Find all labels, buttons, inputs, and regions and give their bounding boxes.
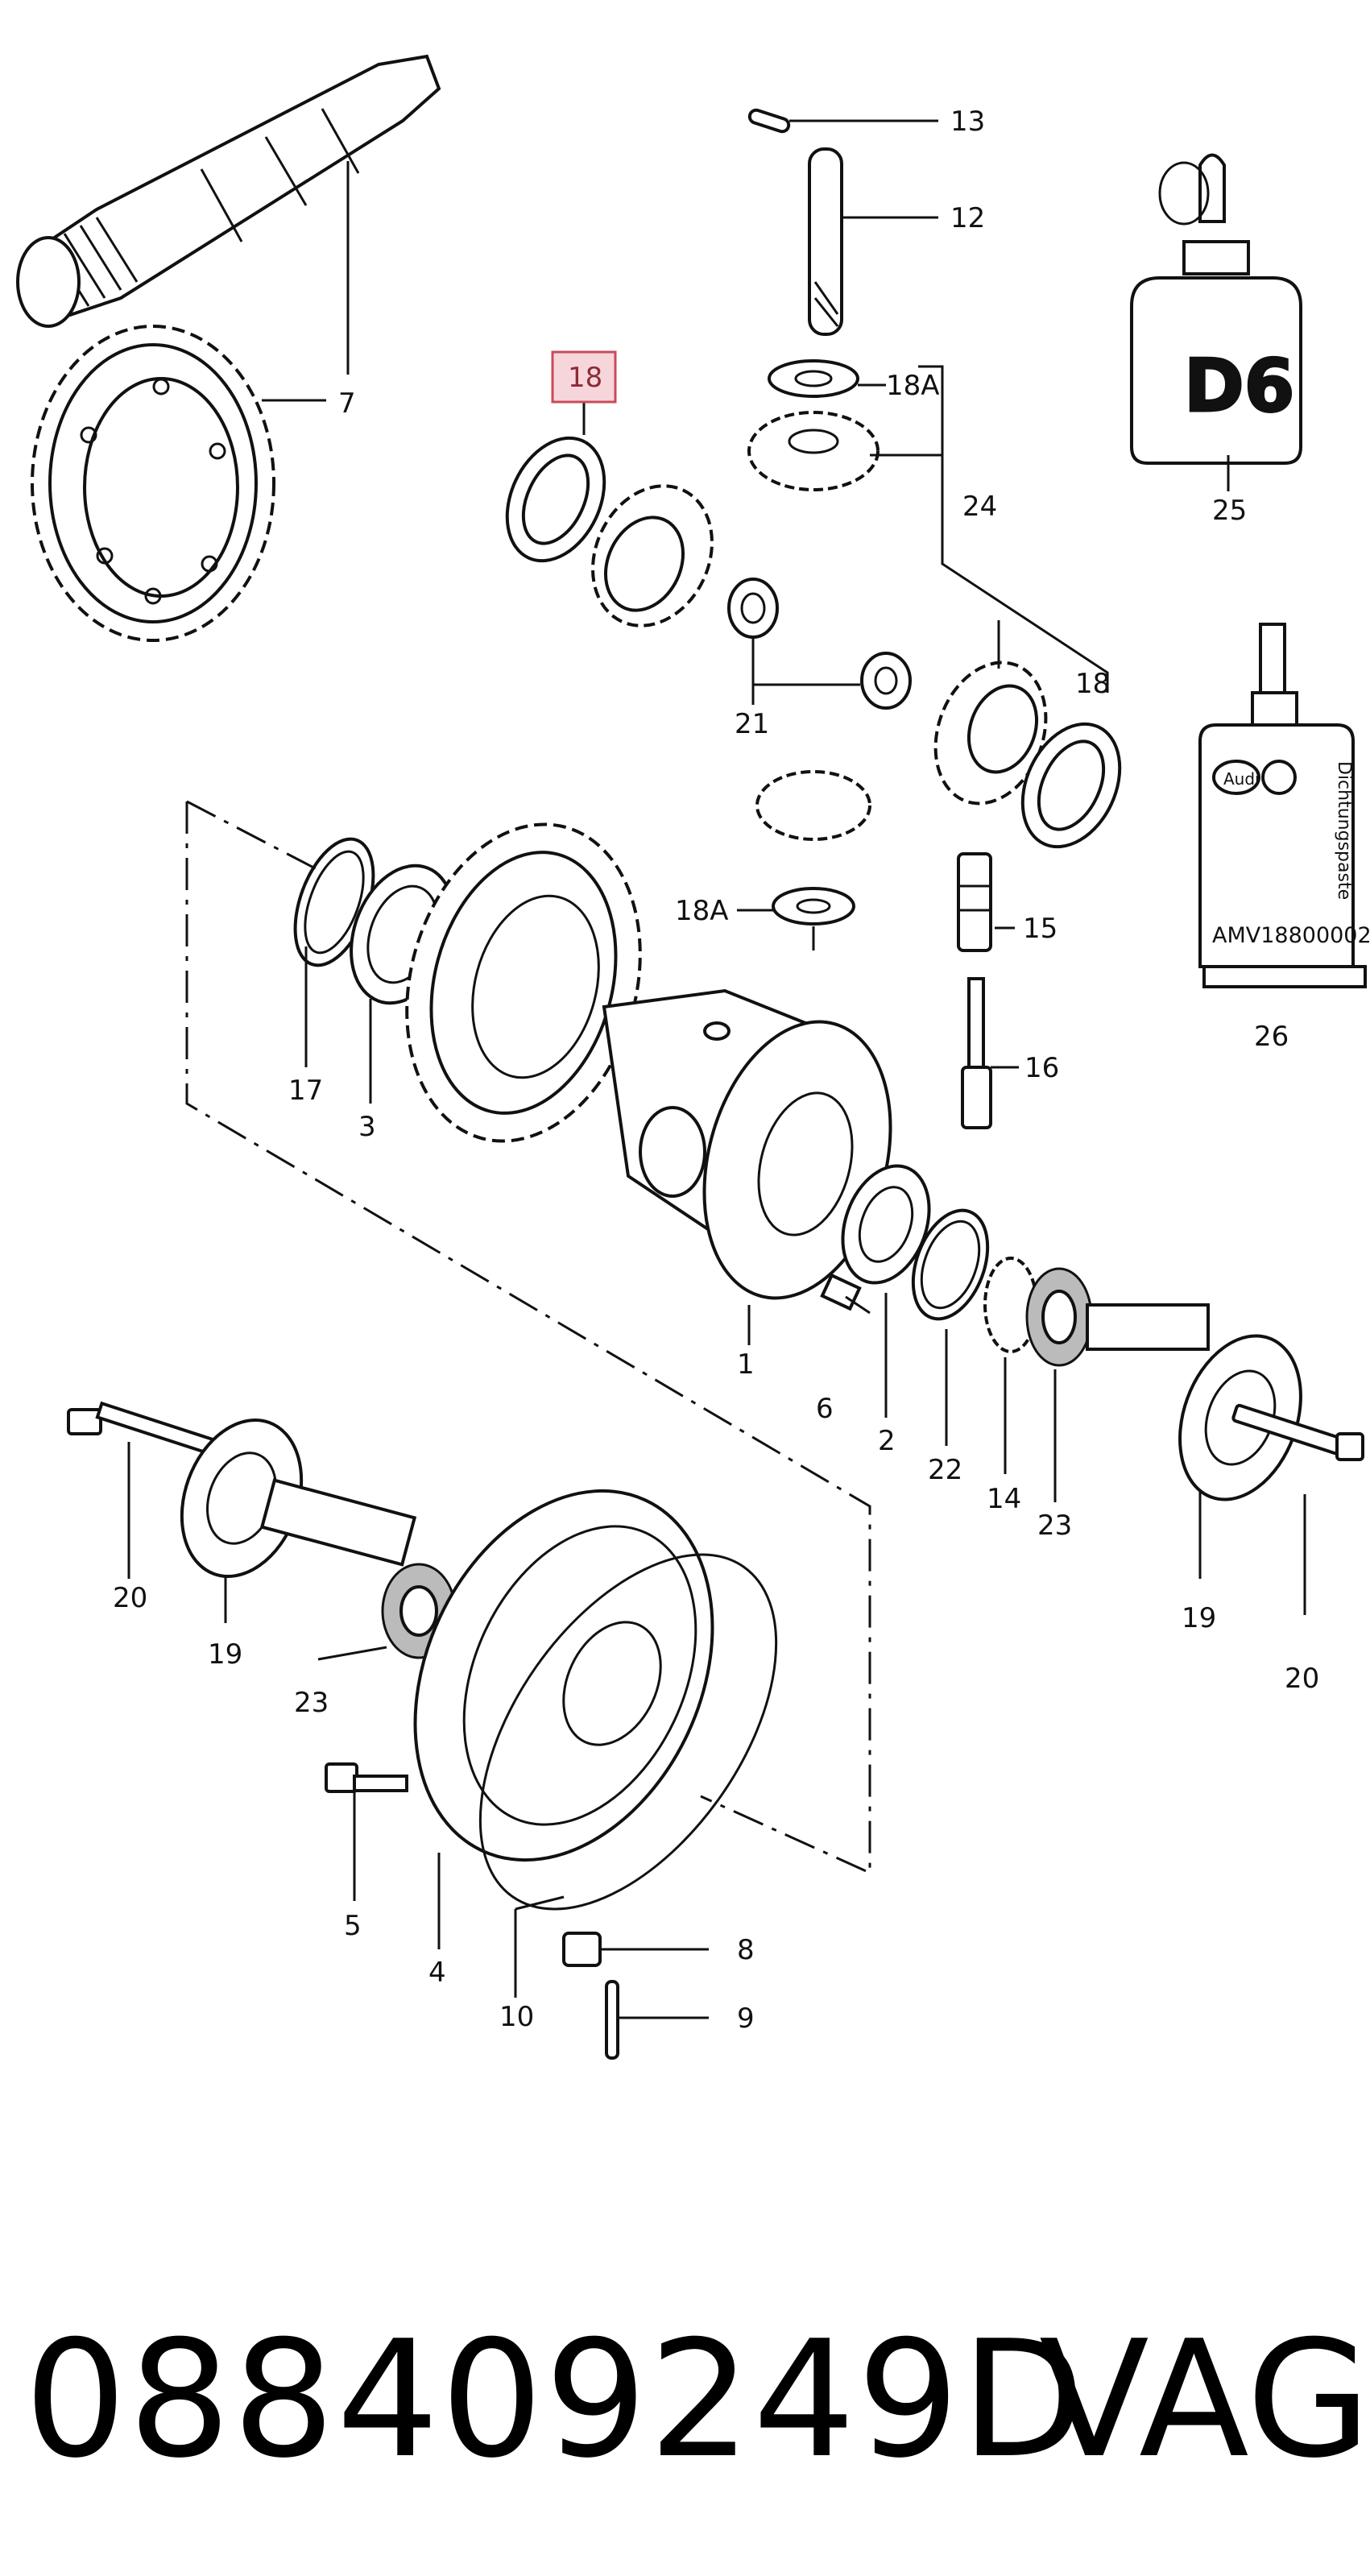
thrust-washer-18	[505, 436, 606, 563]
callout-7: 7	[338, 387, 356, 420]
tube-product-text: Dichtungspaste	[1334, 761, 1354, 900]
circlip-22	[911, 1208, 990, 1321]
callout-25: 25	[1212, 495, 1247, 527]
callout-4: 4	[428, 1957, 446, 1989]
flange-19-right	[1086, 1303, 1302, 1501]
part-number-footer: 088409249D VAG	[0, 2300, 1370, 2501]
thrust-washer-18-right	[1020, 722, 1122, 849]
part-number: 088409249D	[24, 2306, 1087, 2494]
callout-23-right: 23	[1037, 1510, 1072, 1542]
brand-name: VAG	[1039, 2306, 1370, 2494]
callout-6: 6	[816, 1393, 834, 1425]
callout-5: 5	[344, 1910, 362, 1942]
side-gear-right	[933, 661, 1048, 806]
planet-gear-top	[747, 411, 880, 491]
exploded-parts-diagram: D6 Audi Dichtungspaste AMV18800002	[16, 54, 1370, 2060]
callout-16: 16	[1024, 1052, 1059, 1084]
bushing-21b	[860, 652, 912, 710]
washer-18a-mid	[772, 887, 855, 926]
leader-lines	[127, 119, 1306, 2019]
bottle-label: D6	[1184, 344, 1294, 429]
crown-wheel	[31, 325, 275, 642]
callout-14: 14	[987, 1483, 1021, 1515]
callout-21: 21	[735, 708, 769, 740]
speedo-shaft-16	[961, 977, 992, 1129]
callout-20-left: 20	[113, 1582, 147, 1614]
drive-gear-15	[957, 852, 992, 952]
callout-8: 8	[737, 1934, 755, 1966]
bushing-21a	[727, 578, 779, 639]
callout-9: 9	[737, 2002, 755, 2035]
bolt-5	[325, 1762, 408, 1793]
bolt-20-left	[67, 1401, 219, 1457]
callout-3: 3	[358, 1111, 376, 1143]
callout-13: 13	[950, 106, 985, 138]
callout-1: 1	[737, 1348, 755, 1381]
planet-gear-mid	[755, 770, 871, 841]
callout-19-left: 19	[208, 1638, 242, 1671]
callout-17: 17	[288, 1075, 323, 1107]
side-gear-upper	[591, 484, 714, 627]
callout-22: 22	[928, 1454, 962, 1486]
callout-labels: 13 12 7 18 18A 24 25 18 21 18A 15 26 16 …	[113, 106, 1319, 2035]
callout-12: 12	[950, 202, 985, 234]
magnet-8	[562, 1932, 602, 1967]
washer-18a-top	[768, 359, 859, 398]
bolt-6	[820, 1273, 871, 1315]
callout-23-left: 23	[294, 1687, 329, 1719]
flange-19-left	[180, 1418, 417, 1578]
callout-18-highlighted: 18	[568, 362, 602, 394]
callout-15: 15	[1023, 913, 1058, 945]
sealant-bottle-d6: D6	[1130, 153, 1302, 465]
callout-26: 26	[1254, 1021, 1289, 1053]
callout-20-right: 20	[1285, 1663, 1319, 1695]
pinion-shaft	[16, 54, 441, 328]
sealant-tube: Audi Dichtungspaste AMV18800002	[1198, 623, 1370, 988]
pin-9	[605, 1980, 619, 2060]
callout-19-right: 19	[1182, 1602, 1216, 1634]
callout-24: 24	[962, 491, 997, 523]
shaft-12	[808, 147, 843, 336]
tube-brand: Audi	[1223, 769, 1260, 789]
cover-4	[413, 1489, 714, 1862]
callout-10: 10	[499, 2001, 534, 2033]
bolt-20-right	[1231, 1403, 1364, 1461]
bearing-23-right	[1025, 1267, 1093, 1367]
callout-2: 2	[878, 1425, 896, 1457]
pin-13	[747, 108, 791, 134]
tube-code: AMV18800002	[1212, 923, 1370, 948]
callout-18a-mid: 18A	[675, 895, 729, 927]
crown-wheel-mid	[405, 822, 642, 1143]
callout-18a-top: 18A	[886, 370, 940, 402]
highlight-box-18	[551, 350, 617, 404]
callout-18-right: 18	[1075, 668, 1110, 700]
o-ring-10	[478, 1553, 778, 1911]
